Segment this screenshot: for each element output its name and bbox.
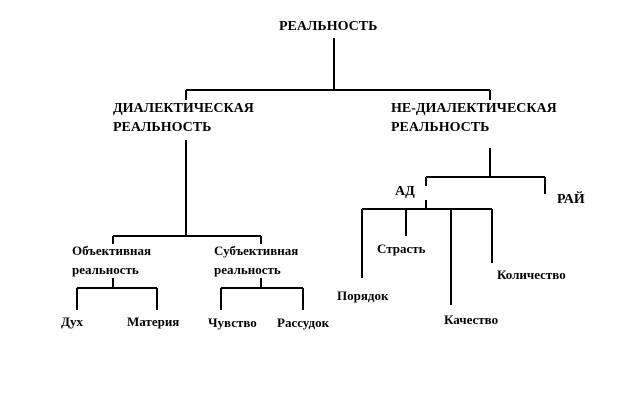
dialectical-label-line1: ДИАЛЕКТИЧЕСКАЯ	[113, 101, 254, 116]
non-dialectical-label-line1: НЕ-ДИАЛЕКТИЧЕСКАЯ	[391, 101, 557, 116]
leaf-quantity: Количество	[497, 267, 566, 282]
leaf-reason: Рассудок	[277, 315, 330, 330]
leaf-matter: Материя	[127, 314, 180, 329]
non-dialectical-label-line2: РЕАЛЬНОСТЬ	[391, 120, 490, 135]
leaf-passion: Страсть	[377, 241, 426, 256]
root-label: РЕАЛЬНОСТЬ	[279, 19, 378, 34]
objective-label-line2: реальность	[72, 262, 139, 277]
leaf-feeling: Чувство	[208, 315, 257, 330]
subjective-label-line2: реальность	[214, 262, 281, 277]
dialectical-label-line2: РЕАЛЬНОСТЬ	[113, 120, 212, 135]
objective-label-line1: Объективная	[72, 243, 152, 258]
paradise-label: РАЙ	[557, 192, 585, 207]
subjective-label-line1: Субъективная	[214, 243, 299, 258]
leaf-quality: Качество	[444, 312, 499, 327]
leaf-order: Порядок	[337, 288, 389, 303]
hell-label: АД	[395, 184, 415, 199]
leaf-spirit: Дух	[61, 314, 83, 329]
